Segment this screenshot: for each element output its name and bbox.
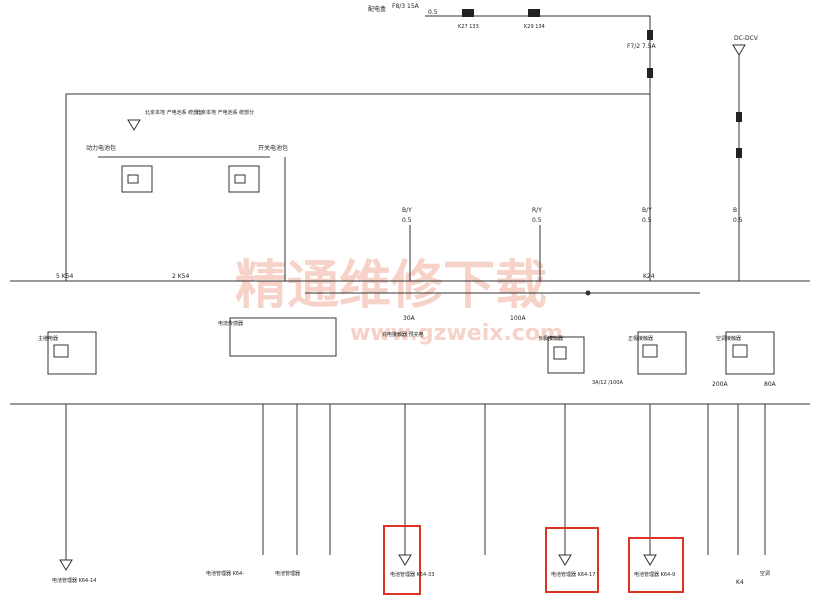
highlight-label-2: 电池管理器 K64-17 (551, 571, 595, 578)
arrow-b-5 (398, 554, 412, 566)
label-fuse-box: 配电盒 (368, 5, 386, 13)
relay-main (47, 331, 97, 375)
relay-neg (547, 336, 585, 374)
arrow-b-1 (59, 559, 73, 571)
highlight-label-1: 电池管理器 K64-33 (390, 571, 434, 578)
label-switch: 开关电池包 (258, 144, 288, 152)
bus-label-3: K24 (643, 273, 655, 280)
bus-label-2: 2 K54 (172, 273, 189, 280)
ground-arrow-left (127, 119, 141, 131)
relay-ac-coil (732, 344, 748, 358)
label-ctrl-box: 3A/12 /100A (592, 380, 623, 386)
label-conn-top-6: 0.5 (642, 217, 652, 224)
fuse-f72-top (647, 30, 653, 40)
footer-bms-left: 电池管理器 K64-14 (52, 577, 96, 584)
fuse-f72-bottom (647, 68, 653, 78)
label-bottom-ac: 空调 (760, 570, 770, 577)
label-conn-top-3: R/Y (532, 207, 542, 214)
relay-pos-coil (642, 344, 658, 358)
label-conn-top-2: 0.5 (402, 217, 412, 224)
label-conn-top-8: 0.5 (733, 217, 743, 224)
label-conn-top-4: 0.5 (532, 217, 542, 224)
label-dc: DC-DCV (734, 35, 759, 42)
connector-k27 (462, 9, 474, 17)
highlight-box-3 (628, 537, 684, 593)
highlight-label-3: 电池管理器 K64-9 (634, 571, 675, 578)
label-fuse-f72: F7/2 7.5A (627, 43, 657, 50)
label-conn-top-5: B/Y (642, 207, 652, 214)
relay-box-left (121, 165, 153, 193)
arrow-b-8 (643, 554, 657, 566)
label-battery: 动力电池包 (86, 144, 116, 152)
label-fuse-f83: F8/3 15A (392, 3, 420, 10)
connector-dc-1 (736, 112, 742, 122)
label-conn-top-1: B/Y (402, 207, 412, 214)
relay-ac (725, 331, 775, 375)
red-note-2: 北京本地 产电池系 统部分 (196, 109, 254, 116)
bus-label-1: 5 K54 (56, 273, 73, 280)
relay-coil-left (127, 174, 139, 184)
relay-pos (637, 331, 687, 375)
dc-supply-arrow (732, 44, 746, 56)
watermark-text: 精通维修下载 (235, 256, 547, 316)
relay-neg-coil (553, 346, 567, 360)
label-connector-c27: K27 133 (458, 24, 479, 30)
footer-bms-group: 电池管理器 (275, 570, 300, 577)
label-fuse-80a: 80A (764, 381, 777, 388)
relay-coil-right (234, 174, 246, 184)
red-note-1: 北京本地 产电池系 统部分 (145, 109, 203, 116)
top-feed-wire (65, 15, 651, 281)
label-relay-main: 主继电器 (38, 335, 58, 342)
current-sensor-box (229, 317, 337, 357)
watermark-url: www.gzweix.com (350, 321, 563, 346)
label-relay-neg: 负极接触器 (538, 335, 563, 342)
label-relay-ac: 空调接触器 (716, 335, 741, 342)
label-relay-pos: 正极接触器 (628, 335, 653, 342)
relay-box-right (228, 165, 260, 193)
label-connector-c29: K29 134 (524, 24, 545, 30)
label-fuse-100a: 100A (510, 315, 526, 322)
label-wire-top: 0.5 (428, 9, 438, 16)
label-current-sensor: 电流传感器 (218, 320, 243, 327)
connector-k29 (528, 9, 540, 17)
footer-ground-k4: K4 (736, 579, 744, 586)
footer-bms-mid: 电池管理器 K64- (206, 570, 244, 577)
connector-dc-2 (736, 148, 742, 158)
highlight-box-1 (383, 525, 421, 595)
label-fuse-200a: 200A (712, 381, 728, 388)
label-conn-top-7: B (733, 207, 737, 214)
label-precharge: 充电接触器 预充电 (382, 331, 424, 338)
highlight-box-2 (545, 527, 599, 593)
arrow-b-7 (558, 554, 572, 566)
relay-main-coil (53, 344, 69, 358)
label-precharge-30a: 30A (403, 315, 416, 322)
bus-junction (585, 290, 591, 296)
